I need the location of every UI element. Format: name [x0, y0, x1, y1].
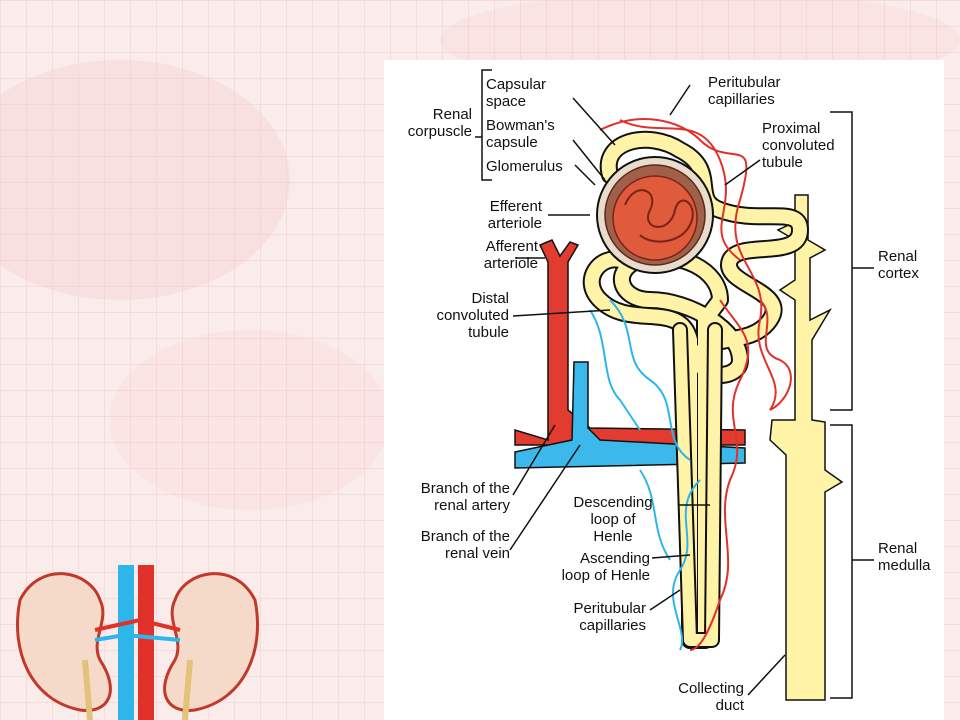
peritubular-capillaries [589, 118, 792, 651]
tubule-shape [582, 130, 809, 649]
kidneys-illustration [16, 565, 259, 720]
leader-lines [475, 69, 874, 699]
renal-vein-shape [514, 361, 746, 469]
renal-corpuscle-shape [596, 156, 714, 274]
collecting-duct-shape [769, 194, 844, 701]
renal-artery-shape [514, 239, 746, 446]
label-glomerulus: Glomerulus [486, 158, 563, 175]
